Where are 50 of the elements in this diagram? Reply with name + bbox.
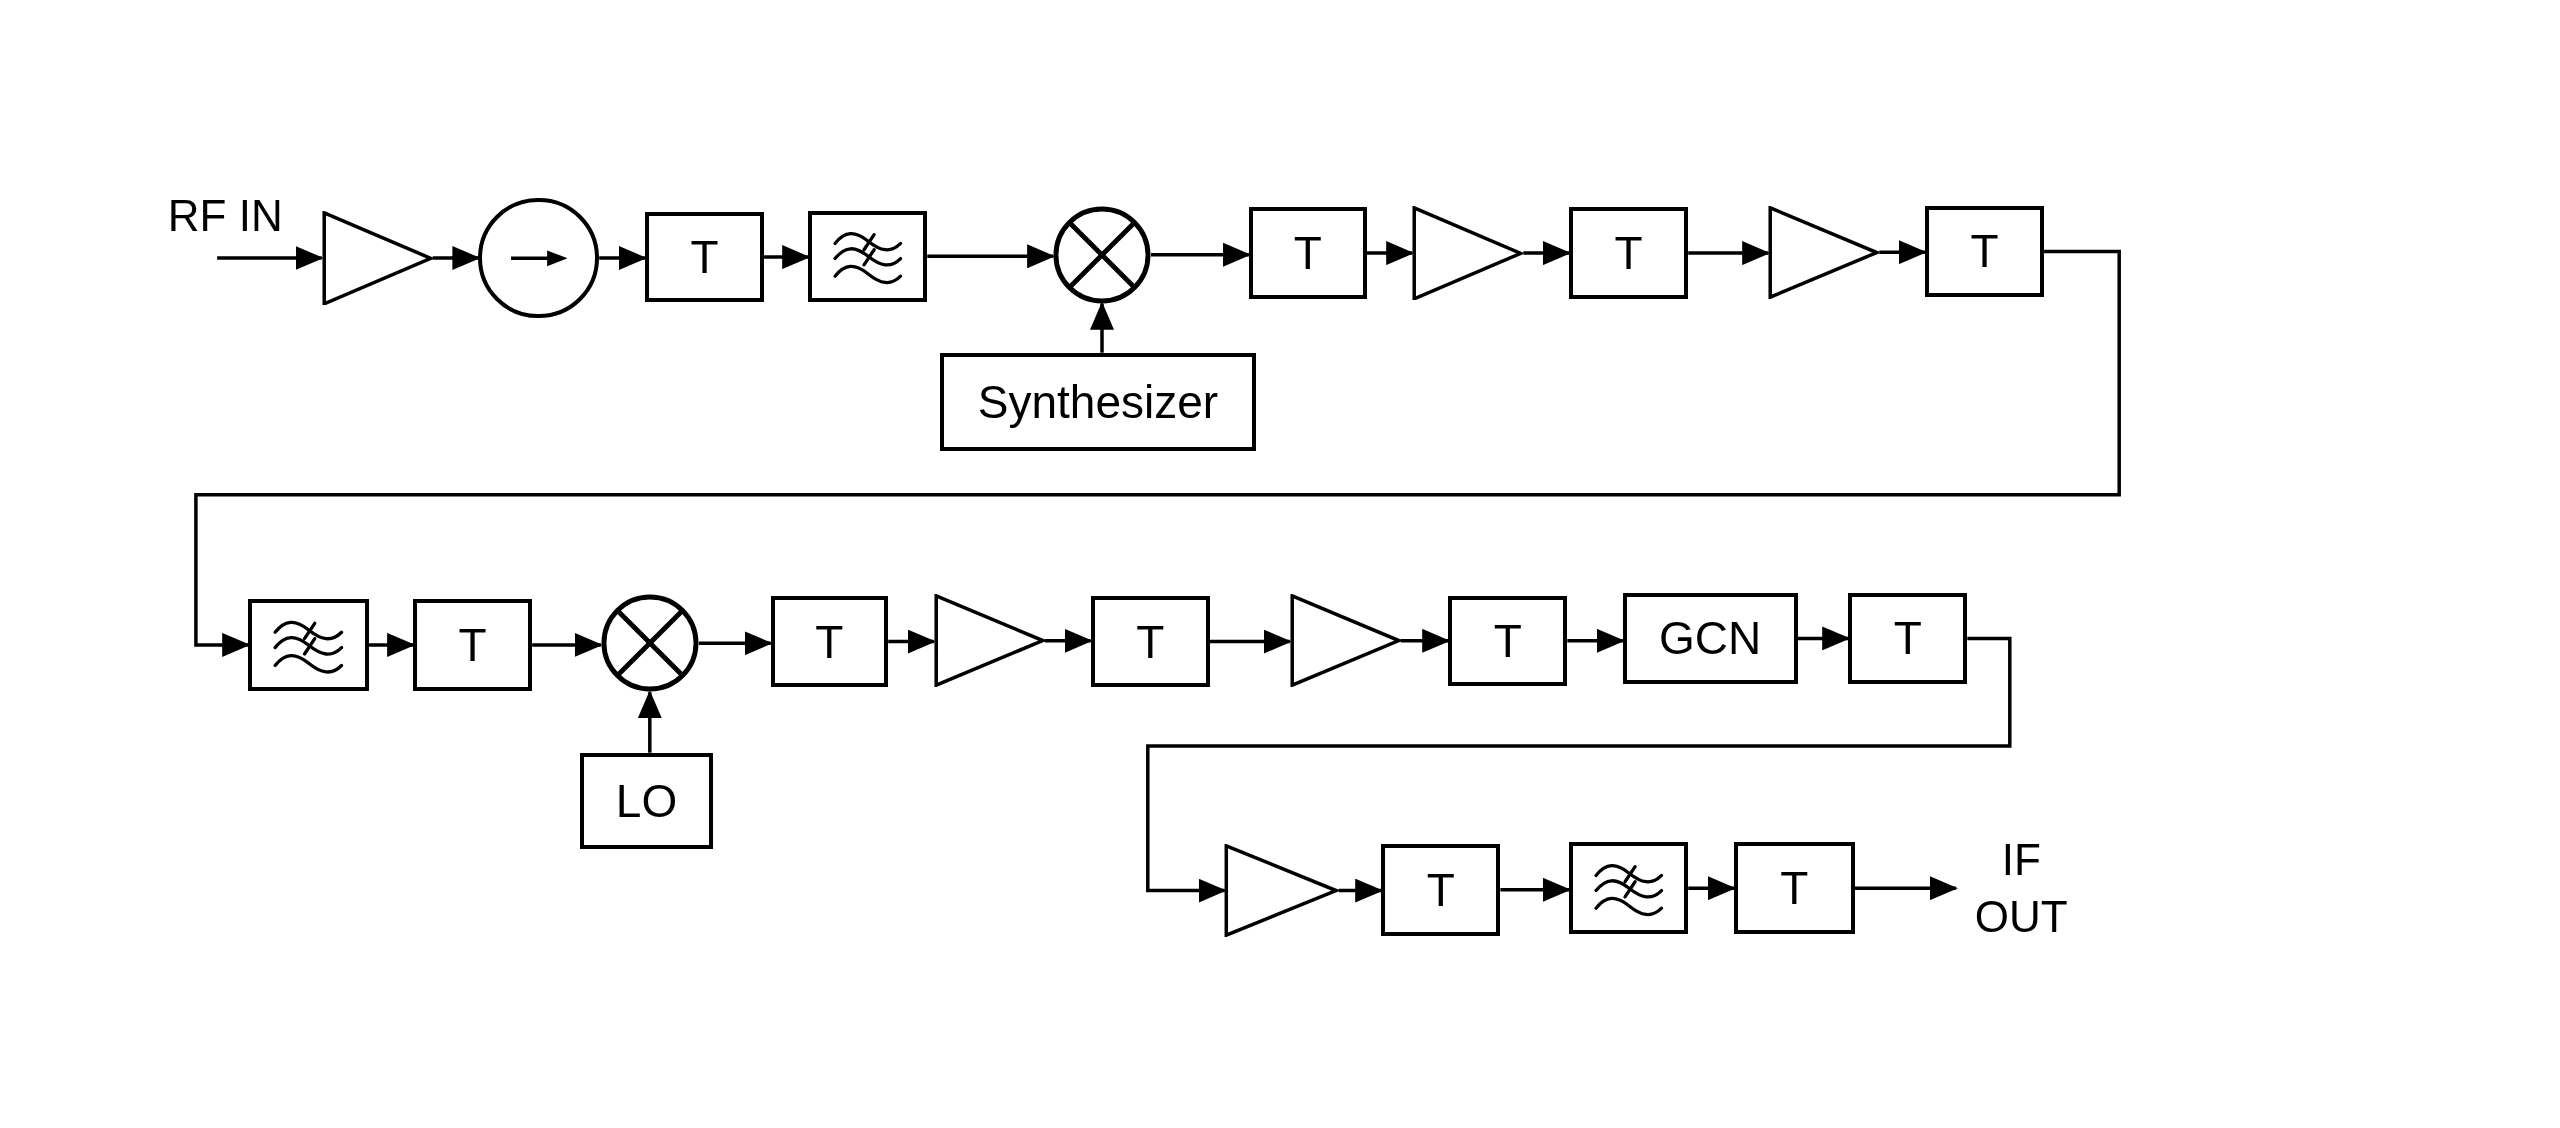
port-label: IF OUT: [1955, 829, 2087, 947]
block-box: [413, 599, 533, 691]
amplifier-triangle: [1224, 844, 1339, 938]
block-label: T: [1493, 617, 1522, 664]
block-label: T: [1893, 615, 1922, 662]
block-box: [1848, 592, 1968, 685]
block-box: [1622, 592, 1798, 685]
block-label: T: [1970, 228, 1999, 275]
amplifier-triangle: [321, 210, 433, 306]
block-label: T: [690, 234, 719, 281]
block-label: T: [1136, 618, 1165, 665]
arrow: [637, 690, 662, 753]
arrow: [194, 249, 2121, 657]
arrow: [1854, 876, 1958, 901]
arrow: [1209, 629, 1292, 654]
block-box: [770, 595, 889, 688]
block-label: T: [815, 618, 844, 665]
block-label: T: [1614, 230, 1643, 277]
block-label: T: [1780, 865, 1809, 912]
block-box: [1924, 205, 2045, 298]
block-box: [1381, 844, 1501, 936]
arrow: [888, 629, 936, 654]
block-box: [940, 352, 1256, 451]
arrow: [532, 632, 603, 657]
block-box: [1733, 842, 1855, 934]
mixer-circle: [1053, 205, 1151, 304]
mixer-circle: [600, 594, 699, 693]
block-label: LO: [615, 777, 678, 824]
amplifier-triangle: [1289, 594, 1401, 688]
filter-box: [808, 210, 928, 303]
filter-box: [1568, 842, 1689, 934]
amplifier-triangle: [1768, 205, 1880, 299]
arrow: [217, 246, 324, 270]
block-box: [1448, 595, 1568, 686]
filter-box: [248, 599, 369, 691]
amplifier-triangle: [1412, 205, 1524, 301]
block-label: T: [1293, 230, 1322, 277]
block-label: T: [458, 621, 487, 668]
block-label: T: [1426, 866, 1455, 913]
block-box: [1090, 595, 1210, 688]
arrow: [1146, 636, 2012, 903]
port-label: RF IN: [158, 189, 293, 242]
arrow: [927, 244, 1056, 269]
arrow: [1090, 301, 1114, 353]
block-box: [644, 212, 765, 302]
block-box: [1248, 207, 1367, 299]
block-box: [1568, 207, 1689, 299]
block-label: GCN: [1659, 615, 1762, 662]
amplifier-triangle: [933, 594, 1045, 688]
block-box: [579, 752, 714, 849]
